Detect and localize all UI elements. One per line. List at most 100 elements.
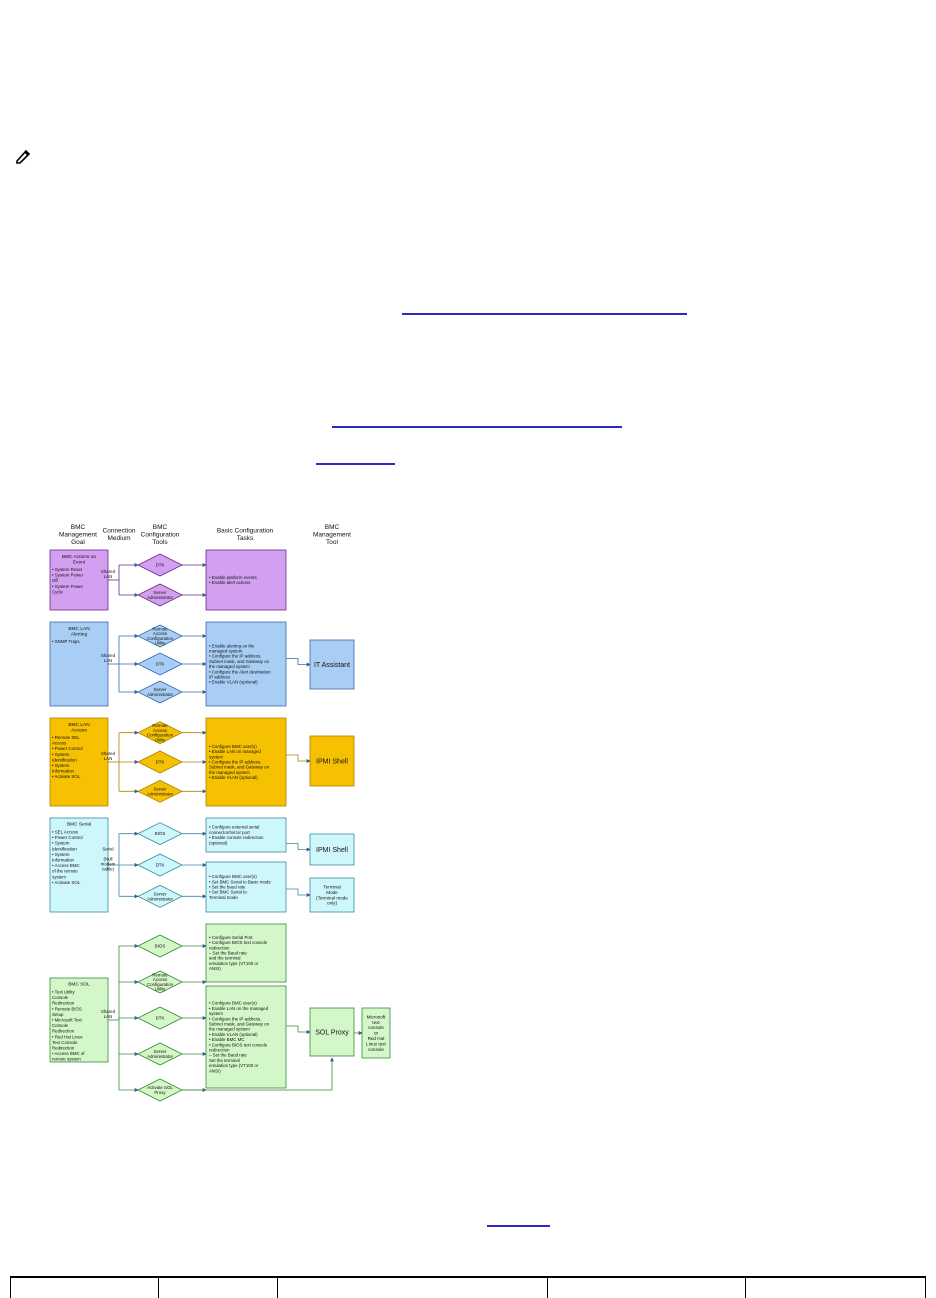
tool-label-line: Server [154, 590, 167, 595]
header-tools-line: BMC [153, 524, 168, 531]
goal-item: • System [52, 841, 70, 846]
tool-label: DTK [156, 760, 165, 765]
task-item: • Enable alerting on the [209, 643, 255, 648]
goal-item: remote system [52, 1057, 81, 1062]
task-item: • Enable VLAN (optional) [209, 680, 258, 685]
task-box [205, 549, 287, 611]
task-box [205, 923, 287, 983]
goal-item: Text Console [52, 1040, 78, 1045]
goal-item: Identification [52, 757, 77, 762]
mgmt-label: IT Assistant [314, 662, 350, 669]
link-underline-1[interactable] [402, 313, 687, 315]
goal-item: • Text Utility [52, 990, 75, 995]
task-item: managed system [209, 649, 243, 654]
task-item: • Configure external serial [209, 825, 259, 830]
goal-item: system [52, 874, 66, 879]
goal-item: Information [52, 769, 75, 774]
goal-title-line: BMC Actions on [62, 554, 96, 560]
task-item: the managed system [209, 1027, 250, 1032]
mgmt-label-line: Microsoft [367, 1014, 386, 1019]
link-underline-4[interactable] [487, 1225, 550, 1227]
goal-title-line: BMC SOL [68, 982, 90, 988]
tool-label-line: Server [154, 891, 167, 896]
goal-box [49, 549, 109, 611]
link-underline-3[interactable] [316, 463, 395, 465]
task-box [205, 861, 287, 913]
goal-item: Setup [52, 1012, 64, 1017]
task-item: • Enable platform events [209, 575, 257, 580]
task-box [205, 817, 287, 853]
goal-title-line: BMC Serial [67, 822, 91, 828]
table-col-4 [548, 1278, 746, 1298]
task-item: • Set BMC Serial to Basic mode [209, 879, 271, 884]
tool-label-line: Server [154, 1049, 167, 1054]
goal-item: • SEL Access [52, 830, 79, 835]
goal-title: BMC Serial [67, 822, 91, 828]
tool-label-line: Utility [155, 641, 167, 646]
medium-label-line: LAN [104, 574, 113, 579]
medium-label-line: Serial [102, 847, 113, 852]
tool-label-line: Utility [155, 737, 167, 742]
header-mgmt-line: Management [313, 531, 351, 538]
tool-label-line: Remote [152, 723, 168, 728]
tool-label-line: BIOS [155, 831, 166, 836]
task-item: Subnet mask, and Gateway on [209, 765, 270, 770]
tool-label-line: Access [153, 728, 168, 733]
header-mgmt-line: BMC [325, 524, 340, 531]
task-item: and the terminal [209, 956, 241, 961]
mgmt-label: IPMI Shell [316, 758, 348, 765]
goal-box [49, 817, 109, 913]
task-item: • Enable LAN on the managed [209, 1006, 269, 1011]
mgmt-label-line: IT Assistant [314, 662, 350, 669]
tool-label-line: Proxy [154, 1090, 166, 1095]
task-item: ANSI) [209, 1068, 221, 1073]
task-item: • Configure Serial Port [209, 935, 253, 940]
task-item: • Enable console redirection [209, 835, 264, 840]
link-underline-2[interactable] [332, 426, 622, 428]
task-item: Subnet mask, and Gateway on [209, 659, 270, 664]
task-box [205, 717, 287, 807]
mgmt-label-line: (Terminal mode [316, 895, 348, 900]
header-tasks-line: Basic Configuration [217, 528, 274, 535]
goal-item: Console [52, 1023, 69, 1028]
mgmt-label-line: console [368, 1047, 384, 1052]
mgmt-label: SOL Proxy [315, 1029, 349, 1036]
mgmt-label-line: text [372, 1020, 380, 1025]
task-item: • Enable VLAN (optional) [209, 775, 258, 780]
medium-label-line: cable) [102, 867, 114, 872]
task-item: • Configure BMC user(s) [209, 744, 257, 749]
header-goal-line: Management [59, 531, 97, 538]
tool-label-line: DTK [156, 863, 165, 868]
goal-title-line: Alerting [71, 631, 88, 637]
mgmt-label-line: only) [327, 901, 337, 906]
mgmt-label-line: IPMI Shell [316, 847, 348, 854]
medium-label-line: modem [101, 862, 116, 867]
goal-item: Off [52, 578, 59, 583]
header-goal-line: Goal [71, 539, 85, 546]
goal-item: • System [52, 763, 70, 768]
tool-label-line: Remote [152, 972, 168, 977]
mgmt-box [309, 833, 355, 866]
tool-label-line: DTK [156, 760, 165, 765]
task-item: the managed system [209, 770, 250, 775]
mgmt-label-line: Mode [326, 890, 338, 895]
mgmt-label-line: Terminal [323, 885, 340, 890]
tool-label-line: BIOS [155, 944, 166, 949]
task-item: – Set the Baud rate [209, 951, 247, 956]
medium-label-line: Shared [101, 1009, 116, 1014]
goal-item: • Activate SOL [52, 774, 81, 779]
connector-arrow [286, 754, 311, 763]
header-goal-line: BMC [71, 524, 86, 531]
